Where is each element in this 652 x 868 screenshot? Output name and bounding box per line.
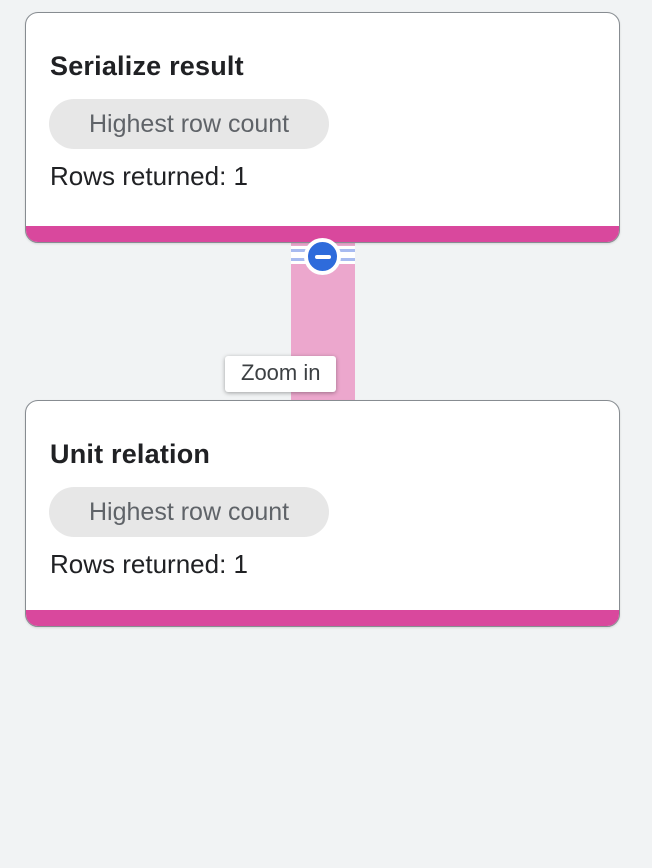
node-title: Unit relation bbox=[50, 439, 211, 469]
node-badge-highest-row-count: Highest row count bbox=[49, 487, 330, 537]
node-rows-returned: Rows returned: 1 bbox=[50, 161, 248, 191]
node-accent-bar bbox=[26, 226, 619, 242]
collapse-branch-button[interactable] bbox=[304, 238, 341, 275]
node-title: Serialize result bbox=[50, 51, 244, 81]
node-badge-highest-row-count: Highest row count bbox=[49, 99, 330, 149]
zoom-in-tooltip: Zoom in bbox=[225, 356, 337, 392]
plan-node-unit-relation[interactable]: Unit relation Highest row count Rows ret… bbox=[25, 400, 620, 627]
minus-circle-icon bbox=[314, 254, 331, 259]
node-rows-returned: Rows returned: 1 bbox=[50, 549, 248, 579]
node-accent-bar bbox=[26, 610, 619, 626]
plan-node-serialize-result[interactable]: Serialize result Highest row count Rows … bbox=[25, 12, 620, 243]
